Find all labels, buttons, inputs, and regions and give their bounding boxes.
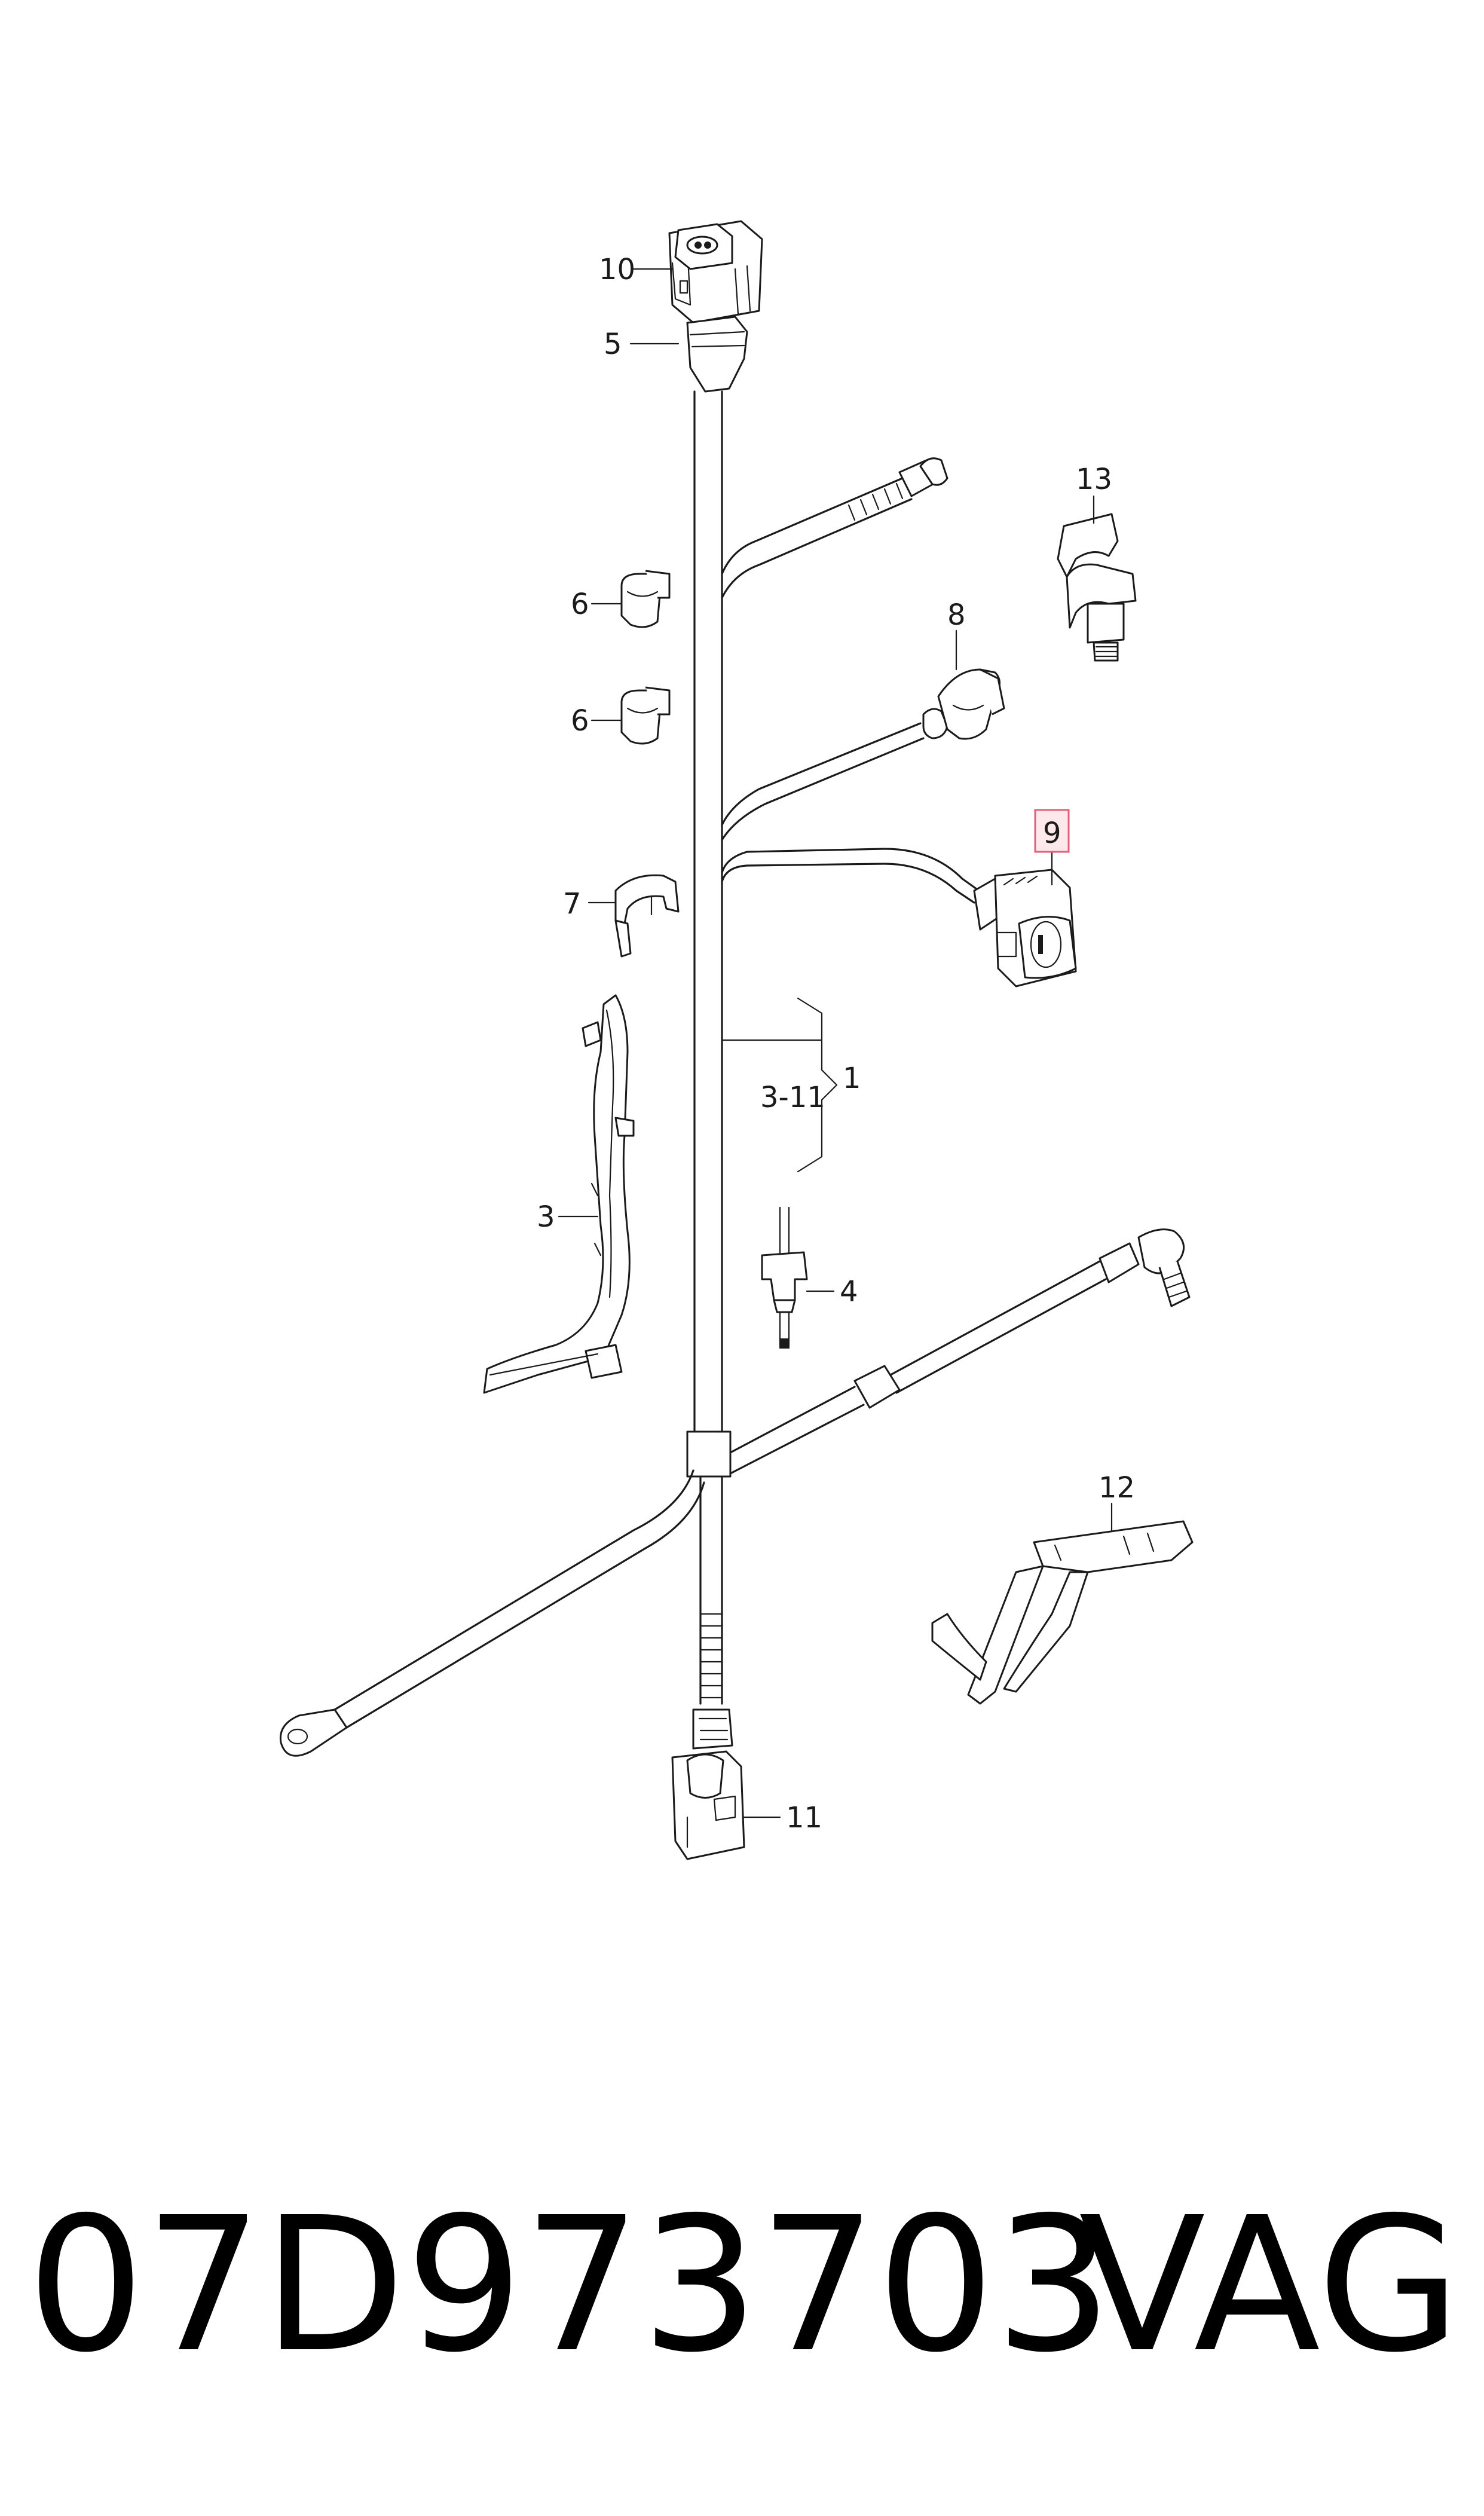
connector-11 [671, 1708, 745, 1860]
bracket-12 [931, 1520, 1194, 1705]
leader-lines [558, 268, 1113, 1818]
connector-8 [922, 668, 1005, 740]
callout-13: 13 [1076, 463, 1112, 496]
wiring-harness [279, 390, 1191, 1757]
callout-12: 12 [1099, 1471, 1135, 1505]
clip-6-lower [620, 686, 671, 745]
callout-4: 4 [840, 1275, 858, 1309]
tie-clip-4 [761, 1206, 808, 1349]
callout-10: 10 [599, 253, 635, 286]
callout-6-lower: 6 [571, 704, 589, 738]
callout-labels: 10 5 6 6 7 3 3-11 1 4 8 9 13 12 11 [537, 253, 1135, 1835]
clip-7 [614, 874, 680, 958]
clip-6-upper [620, 570, 671, 628]
clip-13 [1057, 513, 1137, 662]
brand-name: VAG [1079, 2178, 1461, 2393]
connector-9 [973, 869, 1077, 988]
callout-11: 11 [786, 1801, 822, 1835]
seal-5 [686, 316, 748, 393]
callout-5: 5 [604, 328, 622, 361]
part-number: 07D973703 [27, 2178, 1113, 2393]
callout-3-11: 3-11 [760, 1081, 825, 1114]
callout-1: 1 [843, 1062, 861, 1095]
callout-3: 3 [537, 1200, 555, 1234]
callout-8: 8 [947, 598, 966, 632]
callout-6-upper: 6 [571, 588, 589, 621]
bracket-3 [483, 994, 635, 1394]
callout-9: 9 [1043, 817, 1061, 850]
callout-7: 7 [563, 887, 582, 921]
connector-10 [668, 220, 763, 324]
callout-9-highlight [1034, 809, 1070, 853]
